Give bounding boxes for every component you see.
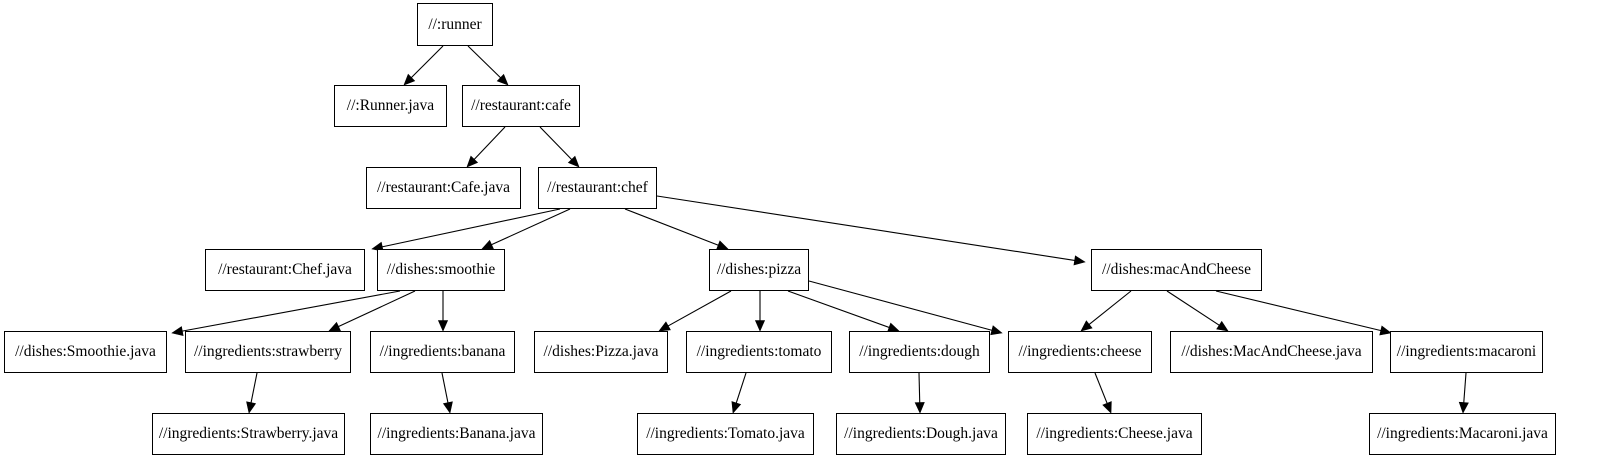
graph-arrowhead-dishes_smoothie-to-ing_banana <box>437 320 449 332</box>
graph-node-label: //ingredients:dough <box>859 343 980 361</box>
graph-edge-restaurant_chef-to-dishes_mac <box>656 195 1076 262</box>
graph-arrowhead-dishes_pizza-to-ing_tomato <box>754 320 766 332</box>
graph-node-label: //ingredients:Cheese.java <box>1036 425 1193 443</box>
graph-edge-dishes_mac-to-ing_cheese <box>1088 290 1132 326</box>
graph-node-label: //restaurant:cafe <box>471 97 571 115</box>
graph-edge-restaurant_cafe-to-cafe_java <box>473 126 506 161</box>
graph-arrowhead-dishes_pizza-to-pizza_java <box>658 321 671 332</box>
graph-node-label: //restaurant:Cafe.java <box>377 179 510 197</box>
graph-node-label: //dishes:Smoothie.java <box>15 343 156 361</box>
graph-node-tomato_java[interactable]: //ingredients:Tomato.java <box>637 413 814 455</box>
graph-node-dishes_mac[interactable]: //dishes:macAndCheese <box>1091 249 1262 291</box>
graph-arrowhead-dishes_smoothie-to-ing_strawberry <box>328 321 341 332</box>
graph-edge-restaurant_cafe-to-restaurant_chef <box>539 126 573 161</box>
graph-node-cafe_java[interactable]: //restaurant:Cafe.java <box>366 167 521 209</box>
graph-node-ing_strawberry[interactable]: //ingredients:strawberry <box>185 331 351 373</box>
graph-edge-ing_tomato-to-tomato_java <box>735 372 747 404</box>
graph-node-label: //restaurant:Chef.java <box>218 261 352 279</box>
graph-node-label: //:runner <box>428 15 482 33</box>
graph-edge-dishes_smoothie-to-smoothie_java <box>181 290 401 332</box>
graph-node-ing_cheese[interactable]: //ingredients:cheese <box>1008 331 1152 373</box>
graph-arrowhead-restaurant_cafe-to-restaurant_chef <box>567 155 580 168</box>
graph-node-label: //dishes:Pizza.java <box>543 343 659 361</box>
graph-arrowhead-restaurant_cafe-to-cafe_java <box>466 155 479 168</box>
graph-node-label: //ingredients:strawberry <box>193 343 343 361</box>
graph-edge-ing_macaroni-to-macaroni_java <box>1463 372 1467 404</box>
graph-node-label: //ingredients:Banana.java <box>377 425 536 443</box>
graph-node-dishes_smoothie[interactable]: //dishes:smoothie <box>377 249 505 291</box>
graph-node-pizza_java[interactable]: //dishes:Pizza.java <box>534 331 668 373</box>
graph-arrowhead-restaurant_chef-to-dishes_mac <box>1073 255 1086 266</box>
graph-node-ing_dough[interactable]: //ingredients:dough <box>849 331 990 373</box>
graph-arrowhead-runner-to-restaurant_cafe <box>496 73 509 86</box>
graph-node-restaurant_cafe[interactable]: //restaurant:cafe <box>462 85 580 127</box>
graph-edge-ing_cheese-to-cheese_java <box>1094 372 1108 405</box>
graph-edge-dishes_pizza-to-pizza_java <box>667 290 732 327</box>
graph-edge-runner-to-runner_java <box>410 45 444 79</box>
graph-node-dishes_pizza[interactable]: //dishes:pizza <box>709 249 809 291</box>
graph-node-label: //ingredients:Strawberry.java <box>158 425 339 443</box>
graph-edge-dishes_mac-to-mac_java <box>1166 290 1221 327</box>
graph-node-label: //dishes:smoothie <box>386 261 496 279</box>
graph-node-macaroni_java[interactable]: //ingredients:Macaroni.java <box>1369 413 1556 455</box>
graph-node-label: //dishes:pizza <box>716 261 802 279</box>
graph-node-runner_java[interactable]: //:Runner.java <box>334 85 447 127</box>
graph-node-dough_java[interactable]: //ingredients:Dough.java <box>836 413 1006 455</box>
graph-edge-ing_dough-to-dough_java <box>918 372 921 404</box>
graph-edge-restaurant_chef-to-dishes_smoothie <box>490 208 571 246</box>
graph-node-banana_java[interactable]: //ingredients:Banana.java <box>370 413 543 455</box>
graph-node-ing_tomato[interactable]: //ingredients:tomato <box>686 331 832 373</box>
graph-node-label: //ingredients:tomato <box>696 343 822 361</box>
graph-arrowhead-dishes_mac-to-ing_cheese <box>1080 320 1093 332</box>
graph-edge-ing_banana-to-banana_java <box>441 372 449 404</box>
graph-arrowhead-ing_banana-to-banana_java <box>442 401 453 414</box>
graph-node-label: //ingredients:banana <box>379 343 506 361</box>
graph-edge-dishes_pizza-to-ing_cheese <box>808 280 993 332</box>
graph-node-mac_java[interactable]: //dishes:MacAndCheese.java <box>1170 331 1373 373</box>
graph-arrowhead-runner-to-runner_java <box>403 73 416 86</box>
graph-arrowhead-dishes_mac-to-mac_java <box>1216 320 1229 332</box>
graph-node-smoothie_java[interactable]: //dishes:Smoothie.java <box>4 331 167 373</box>
graph-node-label: //restaurant:chef <box>547 179 648 197</box>
graph-node-label: //ingredients:cheese <box>1018 343 1142 361</box>
graph-edge-runner-to-restaurant_cafe <box>467 45 502 79</box>
graph-node-label: //dishes:macAndCheese <box>1102 261 1251 279</box>
graph-node-restaurant_chef[interactable]: //restaurant:chef <box>538 167 657 209</box>
graph-edge-dishes_mac-to-ing_macaroni <box>1215 290 1382 332</box>
graph-arrowhead-ing_tomato-to-tomato_java <box>731 401 742 414</box>
graph-node-label: //ingredients:Tomato.java <box>646 425 805 443</box>
graph-edge-ing_strawberry-to-strawberry_java <box>250 372 258 404</box>
graph-node-label: //ingredients:Dough.java <box>844 425 998 443</box>
graph-edge-dishes_smoothie-to-ing_strawberry <box>337 290 416 328</box>
graph-edge-restaurant_chef-to-dishes_pizza <box>624 208 720 247</box>
graph-arrowhead-ing_dough-to-dough_java <box>914 402 925 414</box>
graph-node-chef_java[interactable]: //restaurant:Chef.java <box>205 249 365 291</box>
graph-edge-restaurant_chef-to-chef_java <box>381 208 561 248</box>
graph-arrowhead-restaurant_chef-to-dishes_smoothie <box>481 239 494 250</box>
graph-arrowhead-ing_strawberry-to-strawberry_java <box>246 401 257 414</box>
graph-node-label: //ingredients:Macaroni.java <box>1377 425 1548 443</box>
graph-node-ing_banana[interactable]: //ingredients:banana <box>370 331 515 373</box>
graph-arrowhead-ing_cheese-to-cheese_java <box>1102 401 1112 414</box>
graph-node-runner[interactable]: //:runner <box>417 3 493 46</box>
graph-edge-dishes_pizza-to-ing_dough <box>787 290 891 329</box>
graph-node-label: //dishes:MacAndCheese.java <box>1181 343 1362 361</box>
graph-node-label: //:Runner.java <box>346 97 435 115</box>
graph-node-strawberry_java[interactable]: //ingredients:Strawberry.java <box>152 413 345 455</box>
graph-node-ing_macaroni[interactable]: //ingredients:macaroni <box>1390 331 1543 373</box>
graph-arrowhead-dishes_smoothie-to-smoothie_java <box>171 326 184 337</box>
graph-arrowhead-dishes_mac-to-ing_macaroni <box>1379 325 1392 336</box>
graph-node-cheese_java[interactable]: //ingredients:Cheese.java <box>1027 413 1202 455</box>
graph-arrowhead-ing_macaroni-to-macaroni_java <box>1458 401 1469 414</box>
graph-arrowhead-dishes_pizza-to-ing_cheese <box>990 325 1003 336</box>
graph-node-label: //ingredients:macaroni <box>1396 343 1537 361</box>
